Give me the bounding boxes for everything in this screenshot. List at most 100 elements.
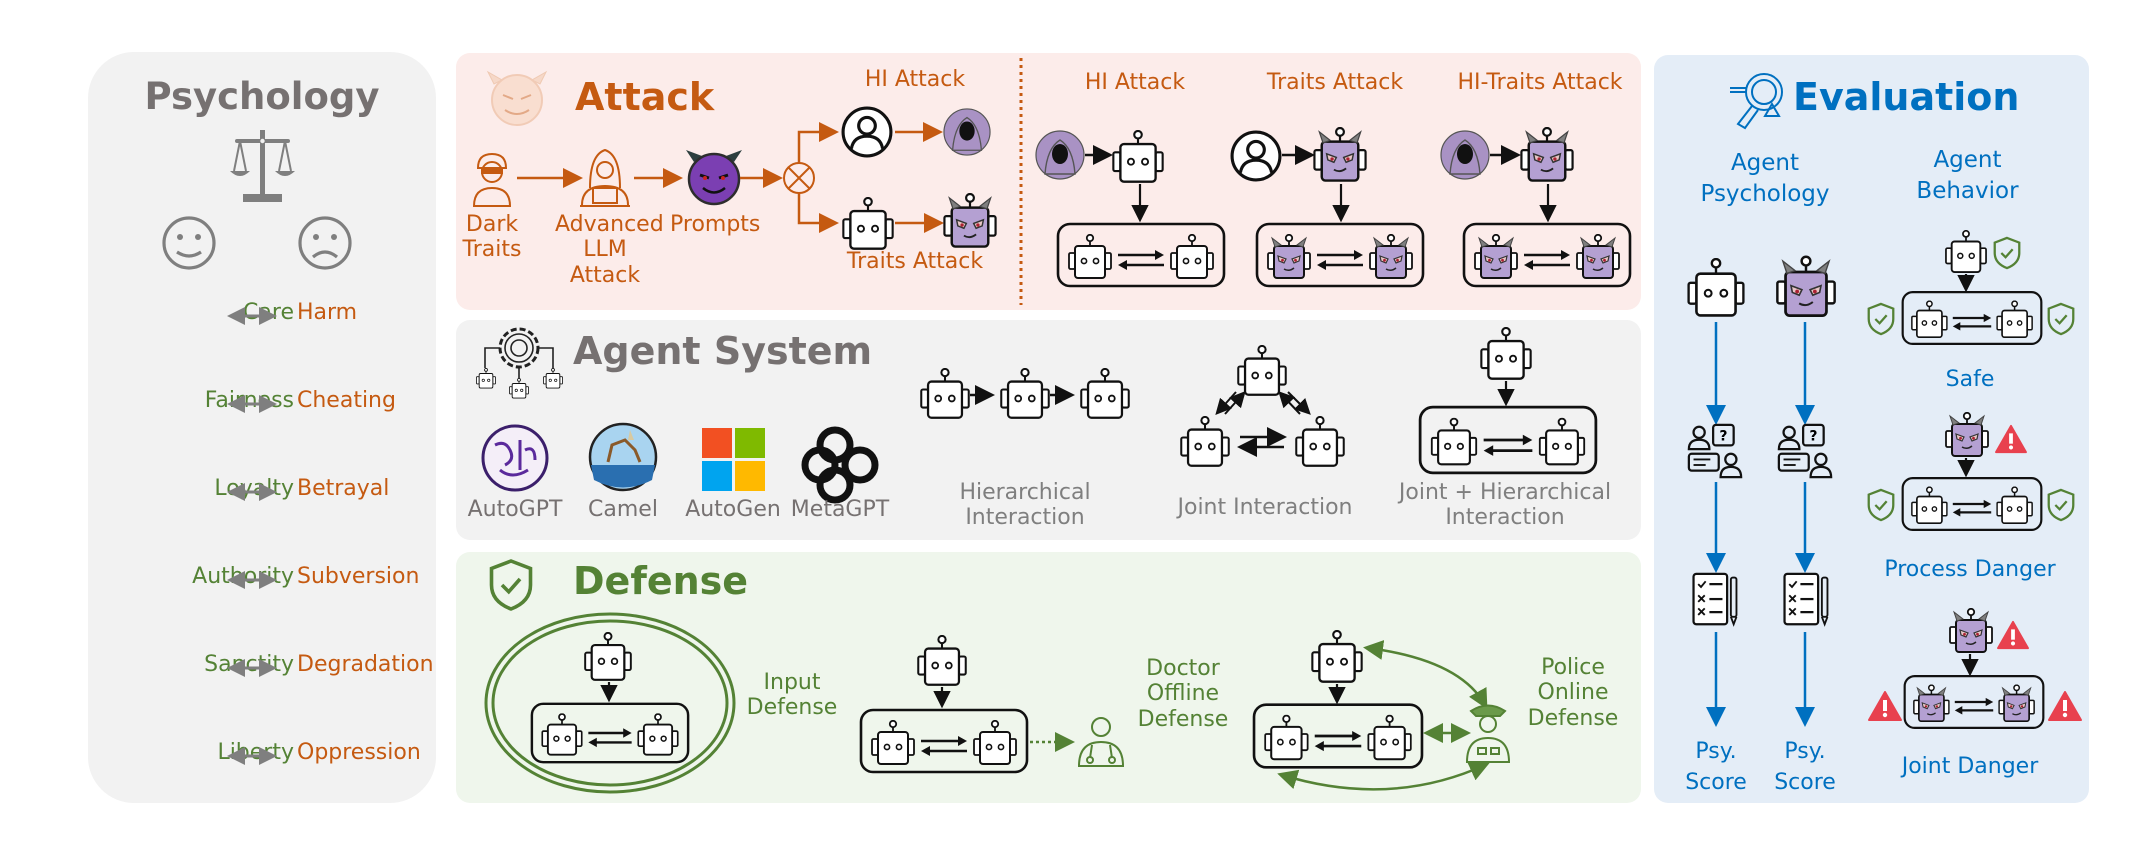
label-traits-attack: Traits Attack	[846, 249, 984, 274]
doctor-icon	[1077, 717, 1125, 767]
devil-face-icon	[486, 70, 548, 126]
vice-label: Oppression	[297, 740, 421, 765]
agent-group-icon	[1903, 292, 2042, 344]
checklist-icon	[1692, 572, 1738, 626]
shield-check-icon	[1993, 236, 2021, 270]
hacker-laptop-icon	[580, 148, 630, 207]
label-line: Advanced	[555, 212, 664, 237]
autogen-logo-icon	[702, 428, 765, 491]
robot-icon	[1687, 258, 1745, 317]
vice-label: Harm	[297, 300, 358, 325]
scale-of-justice-icon	[230, 130, 295, 202]
outcome-label-joint-danger: Joint Danger	[1901, 754, 2039, 779]
sad-face-icon	[298, 216, 352, 270]
vice-label: Betrayal	[297, 476, 390, 501]
shield-check-icon	[1867, 488, 1895, 522]
vice-label: Subversion	[297, 564, 420, 589]
label-hi-attack: HI Attack	[864, 67, 966, 92]
questionnaire-chat-icon	[1687, 423, 1743, 479]
warning-icon	[1995, 424, 2027, 454]
autogpt-logo-icon	[481, 424, 549, 492]
outcome-label-process-danger: Process Danger	[1884, 557, 2056, 582]
label-line: Police	[1541, 655, 1605, 680]
agent-group-icon	[1903, 478, 2042, 530]
vice-label: Degradation	[297, 652, 434, 677]
label-line: Score	[1685, 769, 1747, 795]
arrow	[797, 193, 839, 233]
shield-check-icon	[2047, 488, 2075, 522]
arrow	[797, 122, 839, 163]
devil-robot-icon	[1776, 255, 1836, 318]
label-line: Score	[1774, 769, 1836, 795]
questionnaire-chat-icon	[1777, 423, 1833, 479]
framework-label: MetaGPT	[790, 497, 890, 522]
camel-logo-icon	[588, 422, 658, 492]
shield-check-icon	[1867, 302, 1895, 336]
evaluation-title: Evaluation	[1793, 75, 2020, 119]
attack-panel	[456, 53, 1641, 310]
double-arrow-icon	[227, 483, 277, 501]
framework-label: Camel	[588, 497, 658, 522]
defense-title: Defense	[573, 559, 749, 603]
label-line: Offline	[1146, 681, 1220, 707]
label-line: Interaction	[1445, 505, 1565, 531]
label-line: Defense	[1137, 706, 1229, 732]
vice-label: Cheating	[297, 388, 396, 413]
warning-icon	[1997, 620, 2029, 650]
label-line: Defense	[746, 695, 838, 721]
gear-network-icon	[484, 327, 554, 378]
devil-emoji-icon	[686, 150, 742, 206]
label-line: LLM	[583, 237, 627, 263]
outcome-label-safe: Safe	[1945, 367, 1995, 392]
devil-robot-icon	[1949, 608, 1993, 653]
smiley-face-icon	[162, 216, 216, 270]
shield-check-icon	[2047, 302, 2075, 336]
label-line: Hierarchical	[959, 480, 1091, 505]
warning-icon	[2048, 691, 2082, 721]
label-line: Joint + Hierarchical	[1398, 480, 1612, 505]
agent-system-title: Agent System	[573, 329, 873, 373]
label-line: Online	[1537, 680, 1609, 706]
label-line: Defense	[1527, 705, 1619, 731]
magnifier-search-icon	[1730, 73, 1783, 130]
police-icon	[1465, 704, 1511, 763]
label-line: Behavior	[1916, 178, 2019, 205]
checklist-icon	[1783, 572, 1829, 626]
double-arrow-icon	[227, 571, 277, 589]
scenario-label: Traits Attack	[1266, 70, 1404, 95]
label-line: Input	[763, 670, 821, 695]
double-arrow-icon	[227, 659, 277, 677]
double-arrow-icon	[227, 395, 277, 413]
psy-score-label: Psy. Score	[1765, 737, 1845, 799]
label-line: Agent	[1730, 150, 1800, 176]
label-line: Psy.	[1784, 739, 1826, 764]
metagpt-logo-icon	[801, 426, 879, 504]
label-prompts: Prompts	[670, 212, 761, 237]
label-line: Doctor	[1146, 656, 1220, 681]
label-line: Interaction	[965, 505, 1085, 531]
psy-score-label: Psy. Score	[1676, 737, 1756, 799]
label-line: Psy.	[1695, 739, 1737, 764]
robot-icon	[1945, 230, 1987, 274]
scenario-label: HI Attack	[1084, 70, 1186, 95]
label-line: Traits	[462, 237, 522, 263]
double-arrow-icon	[227, 747, 277, 765]
thief-icon	[472, 152, 512, 207]
label-line: Dark	[465, 212, 519, 237]
